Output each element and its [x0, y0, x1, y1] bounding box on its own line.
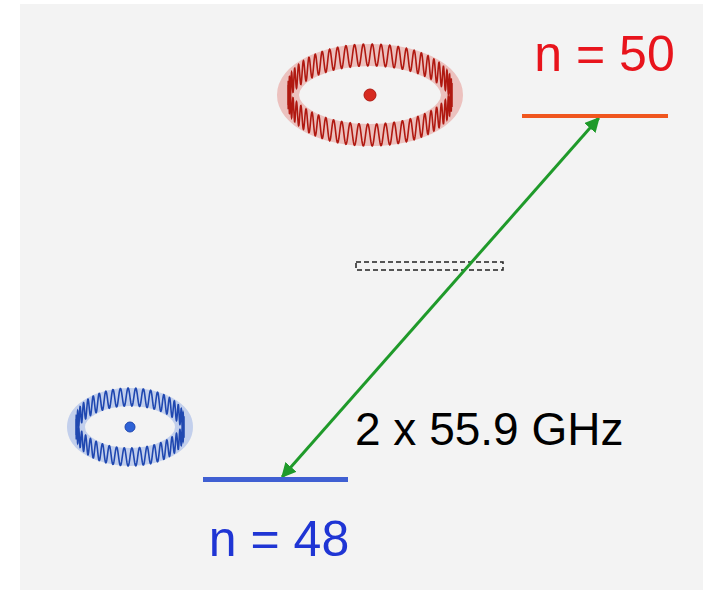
orbit-tube [288, 55, 452, 135]
rydberg-orbit-ring [76, 388, 184, 466]
level-label: n = 50 [498, 20, 711, 84]
level-line [522, 114, 668, 118]
virtual-level [356, 262, 503, 270]
energy-level: n = 48 [180, 477, 378, 585]
background-panel [20, 4, 703, 590]
rydberg-orbit-ring [288, 44, 452, 146]
orbit-coil [76, 388, 184, 466]
frequency-label: 2 x 55.9 GHz [355, 403, 623, 456]
orbit-coil [288, 44, 452, 146]
level-line [203, 477, 348, 482]
nucleus-dot [364, 89, 376, 101]
nucleus-dot [125, 422, 135, 432]
level-label: n = 48 [180, 477, 378, 569]
energy-level: n = 50 [498, 20, 711, 118]
